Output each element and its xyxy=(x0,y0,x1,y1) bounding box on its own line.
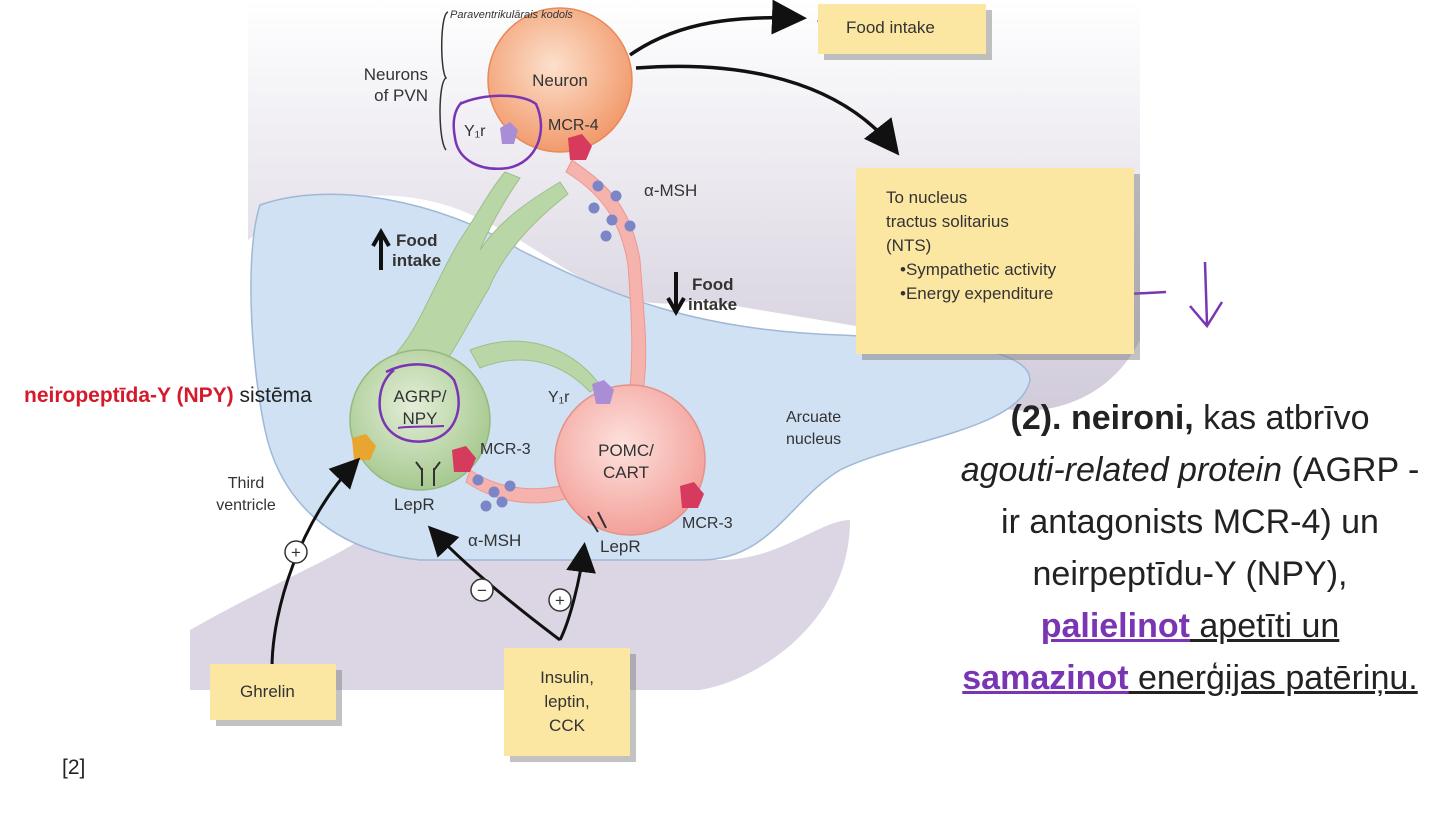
insulin-arrow-to-pomc xyxy=(558,542,596,641)
mcr4-label: MCR-4 xyxy=(548,117,599,134)
lepr-left-label: LepR xyxy=(394,495,435,514)
paragraph-text-2: (AGRP - ir antagonists MCR-4) un neirpep… xyxy=(1001,451,1420,593)
amsh-dots-top xyxy=(588,180,636,242)
pvn-label-2: of PVN xyxy=(374,86,428,105)
food-down-label-1: Food xyxy=(692,275,734,294)
arcuate-label-1: Arcuate xyxy=(786,409,841,426)
nts-line-1: To nucleus xyxy=(886,188,968,207)
paragraph-underline-2: enerģijas patēriņu. xyxy=(1128,659,1418,697)
food-down-arrow xyxy=(666,272,686,317)
arrow-to-food-intake xyxy=(628,0,807,57)
food-up-arrow xyxy=(371,227,391,270)
y1r-circle-annotation xyxy=(452,94,543,170)
nts-line-3: (NTS) xyxy=(886,236,932,255)
insulin-line-3: CCK xyxy=(549,716,585,735)
paragraph-bold-lead: (2). neironi, xyxy=(1010,399,1194,437)
minus-insulin xyxy=(470,578,494,602)
lepr-symbol-left xyxy=(415,461,441,486)
food-up-label-1: Food xyxy=(396,231,438,250)
pvn-label-1: Neurons xyxy=(364,65,428,84)
nts-line-4: •Sympathetic activity xyxy=(900,260,1057,279)
agrp-circle-annotation xyxy=(378,363,460,443)
paragraph-italic-term: agouti-related protein xyxy=(960,451,1283,489)
pomc-label-1: POMC/ xyxy=(598,441,654,460)
amsh-bottom-label: α-MSH xyxy=(468,531,521,550)
mcr3-right-label: MCR-3 xyxy=(682,515,733,532)
ghrelin-arrow xyxy=(270,457,361,669)
mcr3-left-label: MCR-3 xyxy=(480,441,531,458)
plus-insulin xyxy=(548,588,572,612)
mcr3-receptor-left xyxy=(452,446,476,472)
y1r-pomc-label: Y₁r xyxy=(548,389,570,406)
pomc-label-2: CART xyxy=(603,463,649,482)
pomc-cart-neuron xyxy=(554,384,706,536)
npy-underline-annotation xyxy=(397,425,445,429)
plus-insulin-sign: + xyxy=(555,591,565,610)
food-down-label-2: intake xyxy=(688,295,737,314)
paragraph-highlight-decrease: samazinot xyxy=(962,659,1129,697)
plus-ghrelin xyxy=(284,540,308,564)
npy-system-label: neiropeptīda-Y (NPY) sistēma xyxy=(24,384,312,408)
minus-insulin-sign: − xyxy=(477,581,487,600)
agrp-label-1: AGRP/ xyxy=(394,387,447,406)
plus-ghrelin-sign: + xyxy=(291,543,301,562)
y1r-receptor-top xyxy=(500,122,518,144)
ghrelin-box: Ghrelin xyxy=(210,664,336,720)
paragraph-underline-1: apetīti un xyxy=(1189,607,1340,645)
nts-line-2: tractus solitarius xyxy=(886,212,1009,231)
explanation-paragraph: (2). neironi, kas atbrīvo agouti-related… xyxy=(960,392,1420,704)
third-ventricle-label-1: Third xyxy=(228,475,264,492)
agrp-label-2: NPY xyxy=(403,409,438,428)
insulin-line-2: leptin, xyxy=(544,692,590,711)
neuron-label: Neuron xyxy=(532,71,588,90)
food-up-label-2: intake xyxy=(392,251,441,270)
y1r-label: Y₁r xyxy=(464,123,486,140)
pvn-neuron xyxy=(487,7,633,153)
amsh-top-label: α-MSH xyxy=(644,181,697,200)
lepr-symbol-right xyxy=(587,511,607,533)
arrow-to-nts xyxy=(635,64,900,156)
lepr-right-label: LepR xyxy=(600,537,641,556)
insulin-leptin-cck-box: Insulin, leptin, CCK xyxy=(504,648,630,756)
insulin-arrow-to-agrp xyxy=(427,525,561,642)
lower-tissue-background xyxy=(190,520,850,690)
paragraph-highlight-increase: palielinot xyxy=(1040,607,1190,645)
agrp-axon-to-pvn xyxy=(388,171,569,371)
paragraph-text-1: kas atbrīvo xyxy=(1193,399,1370,437)
y1r-receptor-pomc xyxy=(592,380,614,404)
third-ventricle-label-2: ventricle xyxy=(216,497,276,514)
nts-line-5: •Energy expenditure xyxy=(900,284,1054,303)
mcr4-receptor xyxy=(568,134,592,160)
ghrelin-receptor xyxy=(352,434,376,460)
nts-box: To nucleus tractus solitarius (NTS) •Sym… xyxy=(856,168,1134,354)
arcuate-label-2: nucleus xyxy=(786,431,841,448)
pvn-bracket xyxy=(439,11,449,151)
npy-system-black-text: sistēma xyxy=(233,384,312,407)
ghrelin-box-label: Ghrelin xyxy=(240,682,295,701)
food-intake-box-label: Food intake xyxy=(846,18,935,37)
pvn-caption: Paraventrikulārais kodols xyxy=(450,9,573,21)
insulin-line-1: Insulin, xyxy=(540,668,594,687)
food-intake-box: Food intake xyxy=(818,4,986,54)
npy-system-red-text: neiropeptīda-Y (NPY) xyxy=(24,384,234,407)
mcr3-receptor-right xyxy=(680,482,704,508)
amsh-dots-bottom xyxy=(472,474,516,512)
reference-marker: [2] xyxy=(62,756,86,779)
